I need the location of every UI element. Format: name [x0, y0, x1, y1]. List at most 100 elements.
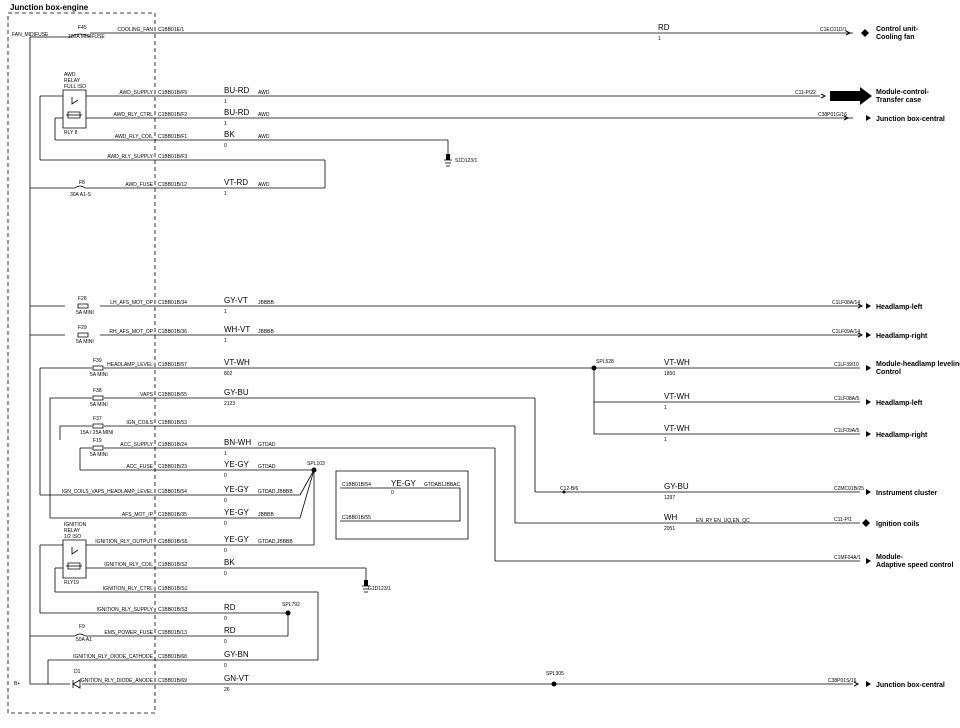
pin-label: C1BB01B/23	[158, 464, 187, 470]
connector-icon	[854, 682, 858, 686]
destination-label: Headlamp-right	[876, 432, 928, 439]
fuse-id: F28	[78, 296, 87, 302]
wire-color: VT-WH	[664, 424, 690, 433]
pin-label: C1BB01B/69	[158, 678, 187, 684]
pin-label: C1BB01B/S5	[158, 539, 188, 545]
far-pin-label: C11-P/1	[834, 517, 852, 523]
destination-label: Headlamp-left	[876, 304, 923, 311]
far-pin-label: C1MF04A/1	[834, 555, 861, 561]
destination-label: Cooling fan	[876, 34, 915, 41]
signal-label: LH_AFS_MOT_OP	[110, 300, 153, 306]
wire-number: 0	[224, 521, 227, 527]
wire-color: BK	[224, 130, 235, 139]
wire-number: 0	[224, 548, 227, 554]
fuse-icon	[78, 333, 88, 337]
signal-label: AWD_RLY_COIL	[115, 134, 153, 140]
option-label: GTDAD,JBBBB	[258, 489, 293, 495]
diamond-icon	[861, 29, 869, 37]
splice-label: SPL305	[546, 671, 564, 677]
far-pin-label: C38P01G/16	[818, 112, 847, 118]
far-pin-label: C2MC01B/25	[834, 486, 864, 492]
diode-label: D1	[74, 669, 81, 675]
fuse-rating: 5A MINI	[76, 310, 94, 316]
fuse-rating: 30A A1-S	[70, 192, 92, 198]
wire-color: YE-GY	[224, 508, 250, 517]
far-pin-label: C1LF39/10	[834, 362, 859, 368]
pin-label: C1BB01B/F1	[158, 134, 187, 140]
splice-dot	[551, 681, 557, 687]
ign-relay-label: RELAY	[64, 528, 81, 534]
fuse-rating: 5A MINI	[90, 452, 108, 458]
fuse-icon	[70, 34, 90, 37]
fuse-icon	[78, 304, 88, 308]
far-pin-label: C1EC01D/1	[820, 27, 847, 33]
pin-label: C1BB01B/68	[158, 654, 187, 660]
wire-number: 1	[224, 121, 227, 127]
wire-number: 1	[658, 36, 661, 42]
wire-number: 1	[224, 309, 227, 315]
wire-color: GY-BN	[224, 650, 249, 659]
fuse-id: F38	[93, 388, 102, 394]
wire-color: YE-GY	[224, 535, 250, 544]
wire-number: 0	[224, 571, 227, 577]
connector-arrow-icon	[866, 431, 871, 437]
wire-number: 0	[224, 616, 227, 622]
wire-color: GN-VT	[224, 674, 249, 683]
option-label: GTDAD	[258, 464, 276, 470]
destination-label: Control unit-	[876, 26, 919, 33]
option-label: JBBBB	[258, 300, 275, 306]
wire-number: 2123	[224, 401, 235, 407]
fuse-icon	[93, 446, 103, 450]
connector-arrow-icon	[866, 681, 871, 687]
connector-arrow-icon	[866, 489, 871, 495]
awd-relay-id: RLY 8	[64, 130, 78, 136]
connector-arrow-icon	[866, 303, 871, 309]
signal-label: IGN_COILS_VAPS_HEADLAMP_LEVEL	[62, 489, 153, 495]
signal-label: IGNITION_RLY_CTRL	[103, 586, 153, 592]
connector-arrow-icon	[866, 399, 871, 405]
fuse-id: F19	[93, 438, 102, 444]
far-pin-label: C1LF09A/5	[834, 428, 860, 434]
option-label: AWD	[258, 112, 270, 118]
signal-label: HEADLAMP_LEVEL	[107, 362, 153, 368]
awd-relay-label: AWD	[64, 72, 76, 78]
wire-number: 1	[224, 191, 227, 197]
fuse-icon	[75, 634, 85, 636]
pin-label: C1BB01B/F2	[158, 112, 187, 118]
wire-color: RD	[224, 626, 236, 635]
signal-label: AWD_FUSE	[125, 182, 153, 188]
splice-label: SPL792	[282, 602, 300, 608]
option-label: AWD	[258, 182, 270, 188]
destination-label: Instrument cluster	[876, 490, 937, 497]
signal-label: AWD_SUPPLY	[119, 90, 153, 96]
wire-number: 1	[664, 405, 667, 411]
fuse-id: F37	[93, 416, 102, 422]
inset-pin: C1BB01B/55	[342, 515, 371, 521]
ground-label: S1D123/1	[455, 158, 477, 164]
wire-number: 1	[224, 99, 227, 105]
wire-number: 0	[224, 498, 227, 504]
wire-number: 0	[224, 473, 227, 479]
option-label: AWD	[258, 134, 270, 140]
wire-color: BU-RD	[224, 108, 250, 117]
fuse-rating: 100A MIDIFUSE	[68, 34, 105, 40]
awd-relay	[63, 90, 86, 128]
fuse-id: F8	[79, 180, 85, 186]
splice-label: SPL528	[596, 359, 614, 365]
pin-label: C1BB01B/36	[158, 329, 187, 335]
fuse-icon	[93, 424, 103, 428]
connector-icon	[844, 116, 848, 120]
inset-wire-num: 0	[391, 490, 394, 496]
destination-label: Module-	[876, 554, 903, 561]
destination-label: Adaptive speed control	[876, 562, 953, 569]
splice-label: SPL103	[307, 461, 325, 467]
signal-label: AWD_RLY_CTRL	[114, 112, 154, 118]
fuse-icon	[93, 366, 103, 370]
splice-dot	[285, 610, 291, 616]
wire-color: YE-GY	[224, 485, 250, 494]
destination-label: Control	[876, 369, 901, 376]
connector-icon	[846, 31, 850, 35]
destination-label: Headlamp-right	[876, 333, 928, 340]
wire-color: GY-BU	[224, 388, 249, 397]
pin-label: C1BB01E/1	[158, 27, 184, 33]
